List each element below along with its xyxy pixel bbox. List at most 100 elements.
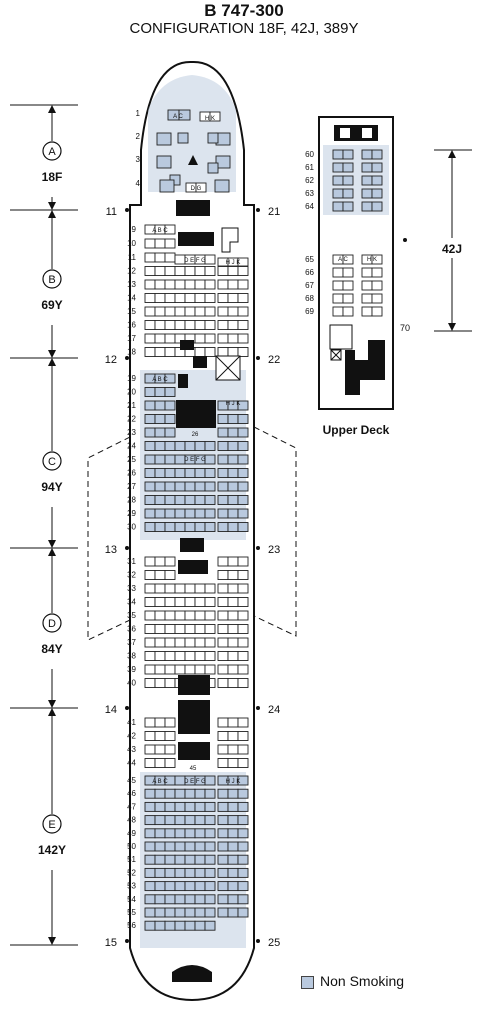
seat xyxy=(217,788,229,799)
galley-block xyxy=(178,560,208,574)
seat xyxy=(194,637,206,648)
seat xyxy=(204,279,216,290)
row-number: 51 xyxy=(127,855,136,864)
door-label-right: 22 xyxy=(268,354,280,366)
forward-galley xyxy=(176,200,210,216)
seat xyxy=(237,441,249,451)
seat xyxy=(227,556,239,567)
seat xyxy=(144,387,156,397)
seat xyxy=(164,651,176,661)
seat xyxy=(194,279,206,290)
seat xyxy=(217,610,229,621)
seat xyxy=(227,441,239,451)
seat xyxy=(154,441,166,451)
seat xyxy=(164,907,176,918)
section-letter: A xyxy=(48,146,56,158)
seat xyxy=(154,637,166,648)
section-dimension-arrow xyxy=(48,700,56,708)
seat xyxy=(361,201,373,212)
seat xyxy=(227,841,239,852)
seat xyxy=(164,801,176,812)
seat xyxy=(144,441,156,451)
seat xyxy=(184,441,196,451)
seat xyxy=(237,257,249,267)
seat-letters-left: A B C xyxy=(152,377,168,383)
seat xyxy=(164,556,176,567)
seat xyxy=(204,481,216,492)
seat xyxy=(184,841,196,852)
seat xyxy=(164,815,176,826)
row-number: 53 xyxy=(127,882,136,891)
seat xyxy=(217,907,229,918)
seat xyxy=(144,400,156,411)
row-number: 44 xyxy=(127,759,136,768)
section-letter: C xyxy=(48,456,56,468)
row-45-marker: 45 xyxy=(190,766,197,772)
seat xyxy=(371,254,383,265)
seat xyxy=(342,280,354,291)
seat xyxy=(227,333,239,344)
seat xyxy=(342,188,354,199)
door-label-right: 21 xyxy=(268,206,280,218)
seat xyxy=(204,828,216,839)
seat xyxy=(204,583,216,594)
row-number: 35 xyxy=(127,611,136,620)
seat xyxy=(144,744,156,755)
seat xyxy=(194,610,206,621)
seat xyxy=(217,347,229,357)
seat xyxy=(144,320,156,330)
seat xyxy=(237,664,249,675)
seat xyxy=(227,867,239,878)
upper-deck-row-number: 62 xyxy=(305,176,314,185)
seat xyxy=(204,293,216,303)
seat xyxy=(227,481,239,492)
galley-block xyxy=(180,538,204,552)
seat xyxy=(174,441,186,451)
seat xyxy=(164,570,176,580)
seat xyxy=(154,788,166,799)
seat xyxy=(164,854,176,865)
seat xyxy=(227,347,239,357)
seat xyxy=(227,624,239,634)
seat xyxy=(332,280,344,291)
seat xyxy=(194,347,206,357)
section-dimension-arrow xyxy=(48,202,56,210)
seat xyxy=(144,306,156,317)
seat xyxy=(227,637,239,648)
seat xyxy=(154,920,166,931)
seat xyxy=(237,306,249,317)
door-marker-left xyxy=(125,208,129,212)
seat-letters-right: H J K xyxy=(226,779,241,785)
door-marker-right xyxy=(256,208,260,212)
seat xyxy=(227,266,239,276)
first-class-row4-letters: D G xyxy=(191,186,202,192)
seat xyxy=(204,508,216,519)
seat xyxy=(174,266,186,276)
seat xyxy=(164,522,176,532)
seat xyxy=(154,717,166,728)
seat xyxy=(174,881,186,892)
seat xyxy=(217,651,229,661)
seat xyxy=(164,637,176,648)
row-number: 56 xyxy=(127,921,136,930)
section-dimension-arrow xyxy=(48,105,56,113)
row-number: 27 xyxy=(127,482,136,491)
row-number: 36 xyxy=(127,625,136,634)
section-letter-circle xyxy=(42,269,62,289)
seat xyxy=(144,828,156,839)
seat xyxy=(204,333,216,344)
seat xyxy=(237,495,249,505)
seat xyxy=(217,854,229,865)
seat xyxy=(164,744,176,755)
seat xyxy=(154,293,166,303)
seat xyxy=(144,651,156,661)
upper-deck-row-number: 68 xyxy=(305,294,314,303)
seat xyxy=(237,867,249,878)
upper-deck-door-label: 70 xyxy=(400,323,410,333)
seat xyxy=(237,815,249,826)
section-seat-count: 84Y xyxy=(41,642,62,656)
seat xyxy=(184,279,196,290)
seat xyxy=(174,920,186,931)
seat xyxy=(237,637,249,648)
seat xyxy=(227,731,239,741)
